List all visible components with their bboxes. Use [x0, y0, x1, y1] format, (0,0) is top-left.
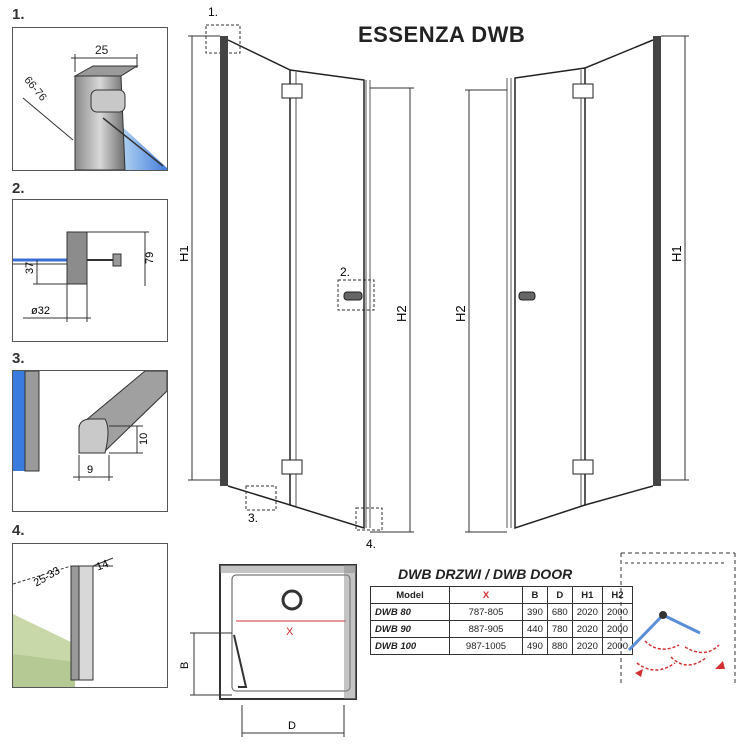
swing-panel-left	[627, 613, 665, 652]
front-hinge-top	[281, 83, 303, 99]
swing-arrow-3	[644, 640, 680, 650]
spec-table: Model X B D H1 H2 DWB 80 787-805 390 680…	[370, 586, 634, 655]
detail-1-dim-top: 25	[95, 43, 109, 57]
spec-cell: 680	[546, 603, 573, 621]
spec-cell: 887-905	[449, 620, 523, 638]
plan-folded-door	[233, 634, 248, 688]
detail-4-dim-14: 14	[95, 558, 111, 573]
spec-header-d: D	[546, 586, 573, 604]
front-handle	[343, 291, 363, 301]
spec-cell: 780	[546, 620, 573, 638]
callout-label-4: 4.	[366, 537, 376, 550]
plan-view: X B D	[180, 564, 357, 737]
spec-cell: 390	[522, 603, 548, 621]
back-h1-label: H1	[669, 245, 684, 262]
plan-drain	[281, 589, 303, 611]
spec-header-model: Model	[370, 586, 450, 604]
spec-cell: 987-1005	[449, 637, 523, 655]
callout-box-1	[205, 24, 241, 54]
callout-box-2	[337, 279, 375, 311]
plan-b-label: B	[180, 662, 191, 669]
detail-1-drawing: 25 66-76	[21, 43, 167, 171]
back-hinge-top	[572, 83, 594, 99]
front-h1-label: H1	[180, 245, 191, 262]
spec-cell: 2020	[571, 620, 603, 638]
detail-1-number: 1.	[12, 6, 25, 23]
product-title: ESSENZA DWB	[358, 22, 526, 47]
detail-4-drawing: 25-33 14	[12, 557, 114, 687]
spec-cell: DWB 100	[370, 637, 450, 655]
detail-2-number: 2.	[12, 180, 25, 197]
spec-cell: 490	[522, 637, 548, 655]
back-right-profile	[653, 36, 661, 486]
callout-label-1: 1.	[208, 5, 218, 19]
spec-cell: 440	[522, 620, 548, 638]
table-row: DWB 100 987-1005 490 880 2020 2000	[370, 637, 634, 655]
spec-cell: 2000	[601, 637, 634, 655]
spec-cell: 2020	[571, 637, 603, 655]
detail-3-number: 3.	[12, 350, 25, 367]
plan-x-label: X	[286, 626, 294, 638]
spec-cell: DWB 80	[370, 603, 450, 621]
spec-cell: DWB 90	[370, 620, 450, 638]
spec-header-h1: H1	[571, 586, 603, 604]
detail-3-drawing: 10 9	[13, 370, 168, 481]
swing-panel-right	[662, 613, 701, 635]
detail-4-number: 4.	[12, 522, 25, 539]
swing-arrow-1	[636, 662, 676, 671]
spec-header-row: Model X B D H1 H2	[370, 586, 634, 604]
detail-2-panel: 37 79 ø32	[12, 199, 168, 342]
callout-label-3: 3.	[248, 511, 258, 525]
detail-3-panel: 10 9	[12, 370, 168, 512]
back-h2-label: H2	[455, 305, 468, 322]
callout-box-4	[355, 507, 383, 531]
back-elevation: H2 H1	[455, 35, 689, 533]
table-row: DWB 90 887-905 440 780 2020 2000	[370, 620, 634, 638]
front-h2-label: H2	[394, 305, 409, 322]
spec-cell: 2020	[571, 603, 603, 621]
swing-arrow-2	[670, 656, 708, 666]
detail-4-panel: 25-33 14	[12, 543, 168, 688]
spec-header-b: B	[522, 586, 548, 604]
detail-2-dim-79: 79	[144, 252, 156, 264]
front-hinge-bottom	[281, 459, 303, 475]
front-left-profile	[220, 36, 228, 486]
detail-1-dim-side: 66-76	[21, 74, 48, 103]
detail-1-panel: 25 66-76	[12, 27, 168, 171]
back-handle	[518, 291, 536, 301]
back-left-panel	[514, 67, 586, 530]
plan-d-label: D	[288, 720, 296, 732]
callout-label-2: 2.	[340, 265, 350, 279]
detail-2-drawing: 37 79 ø32	[13, 231, 156, 322]
spec-cell: 787-805	[449, 603, 523, 621]
swing-arrow-4	[684, 644, 720, 654]
door-swing-diagram	[620, 552, 736, 685]
front-elevation: 1. 2. 3. 4. H1 H2	[180, 5, 414, 550]
spec-cell: 880	[546, 637, 573, 655]
detail-3-dim-10: 10	[138, 433, 150, 445]
back-hinge-bottom	[572, 459, 594, 475]
detail-3-dim-9: 9	[87, 464, 93, 476]
front-left-panel	[227, 39, 291, 507]
callout-box-3	[245, 485, 277, 511]
detail-2-dim-37: 37	[24, 262, 36, 274]
spec-table-title: DWB DRZWI / DWB DOOR	[398, 566, 573, 582]
table-row: DWB 80 787-805 390 680 2020 2000	[370, 603, 634, 621]
back-right-panel	[584, 39, 654, 506]
front-right-panel	[289, 69, 365, 530]
spec-header-x: X	[449, 586, 523, 604]
detail-2-dim-diameter: ø32	[31, 305, 50, 317]
detail-4-dim-25-33: 25-33	[32, 565, 62, 589]
spec-header-h2: H2	[601, 586, 634, 604]
